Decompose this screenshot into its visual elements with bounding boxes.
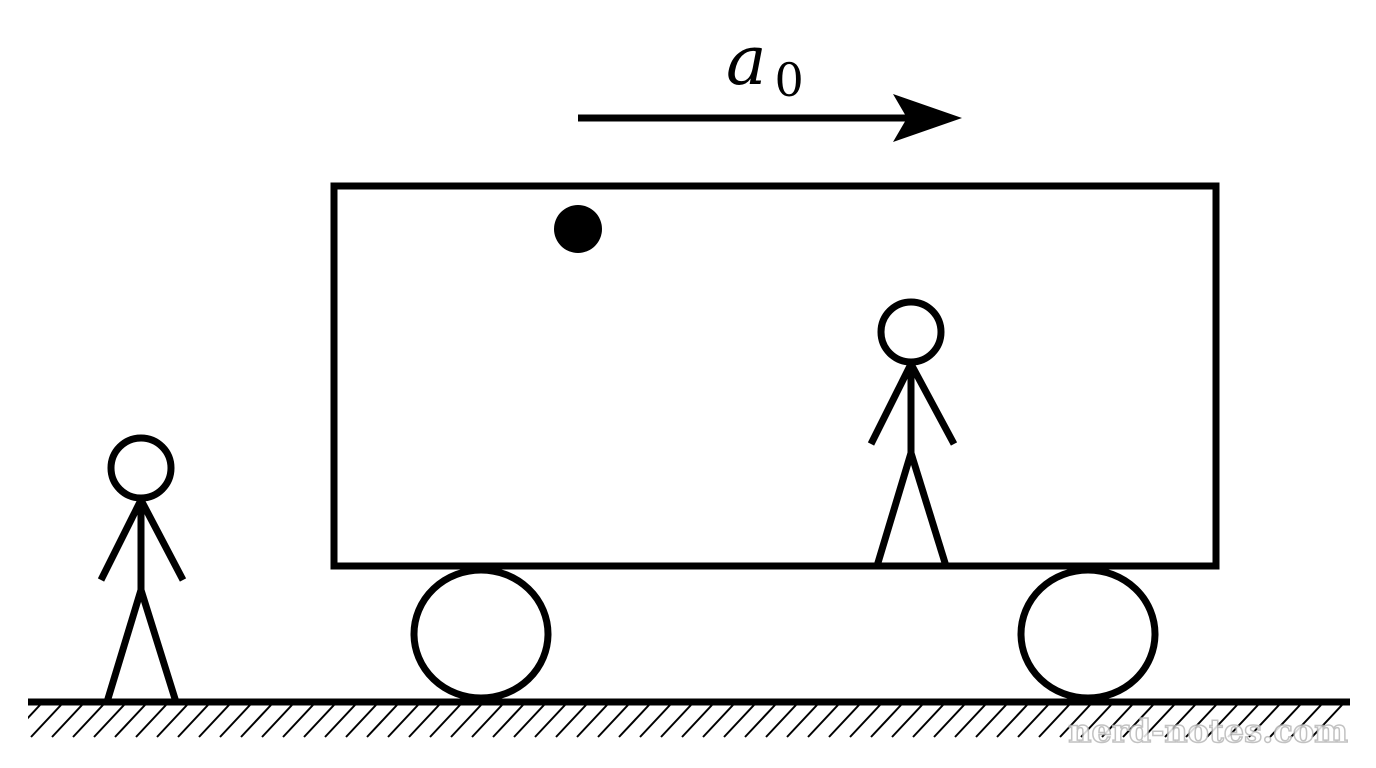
cart-wheel-right xyxy=(1017,566,1159,702)
hatch-stroke xyxy=(156,705,188,738)
cart-observer-figure xyxy=(867,298,958,568)
hatch-stroke xyxy=(1269,705,1301,738)
hatch-stroke xyxy=(1122,705,1154,738)
hatch-stroke xyxy=(429,705,461,738)
hatch-stroke xyxy=(387,705,419,738)
hatch-stroke xyxy=(870,705,902,738)
hatch-stroke xyxy=(198,705,230,738)
hatch-stroke xyxy=(1143,705,1175,738)
hatch-stroke xyxy=(135,705,167,738)
acceleration-subscript: 0 xyxy=(775,53,804,107)
hatch-stroke xyxy=(1206,705,1238,738)
ground-observer-left-arm xyxy=(97,498,145,582)
ball xyxy=(554,205,602,253)
hatch-stroke xyxy=(660,705,692,738)
hatch-stroke xyxy=(681,705,713,738)
hatch-stroke xyxy=(1059,705,1091,738)
hatch-stroke xyxy=(1311,705,1343,738)
hatch-stroke xyxy=(1248,705,1280,738)
hatch-stroke xyxy=(1038,705,1070,738)
hatch-stroke xyxy=(303,705,335,738)
hatch-stroke xyxy=(177,705,209,738)
ground-observer-figure xyxy=(97,434,187,704)
ground-observer-left-leg xyxy=(103,588,145,704)
acceleration-arrow xyxy=(578,94,962,142)
hatch-stroke xyxy=(534,705,566,738)
hatch-stroke xyxy=(723,705,755,738)
hatch-stroke xyxy=(765,705,797,738)
hatch-stroke xyxy=(114,705,146,738)
hatch-stroke xyxy=(744,705,776,738)
hatch-stroke xyxy=(954,705,986,738)
cart-observer-right-arm xyxy=(907,362,958,446)
hatch-stroke xyxy=(1017,705,1049,738)
watermark-text: nerd-notes.com xyxy=(1068,712,1348,750)
hatch-stroke xyxy=(1290,705,1322,738)
cart-observer-left-arm xyxy=(867,362,915,446)
cart-body xyxy=(330,182,1220,570)
hatch-stroke xyxy=(618,705,650,738)
hatch-stroke xyxy=(492,705,524,738)
hatch-stroke xyxy=(1185,705,1217,738)
hatch-stroke xyxy=(933,705,965,738)
hatch-stroke xyxy=(1164,705,1196,738)
hatch-stroke xyxy=(282,705,314,738)
hatch-stroke xyxy=(261,705,293,738)
hatch-stroke xyxy=(513,705,545,738)
hatch-stroke xyxy=(912,705,944,738)
hatch-stroke xyxy=(408,705,440,738)
hatch-stroke xyxy=(849,705,881,738)
ground-observer-right-leg xyxy=(137,588,180,704)
ground xyxy=(28,698,1350,738)
hatch-stroke xyxy=(219,705,251,738)
hatch-stroke xyxy=(450,705,482,738)
hatch-stroke xyxy=(555,705,587,738)
cart-observer-right-leg xyxy=(907,451,950,568)
hatch-stroke xyxy=(345,705,377,738)
hatch-stroke xyxy=(324,705,356,738)
hatch-stroke xyxy=(807,705,839,738)
ground-observer-right-arm xyxy=(137,498,187,582)
ground-hatching xyxy=(28,705,1343,738)
acceleration-label: a 0 xyxy=(726,22,804,107)
cart-observer-head xyxy=(877,298,945,366)
hatch-stroke xyxy=(786,705,818,738)
cart-wheel-left xyxy=(410,566,552,702)
hatch-stroke xyxy=(828,705,860,738)
hatch-stroke xyxy=(975,705,1007,738)
hatch-stroke xyxy=(51,705,83,738)
hatch-stroke xyxy=(471,705,503,738)
hatch-stroke xyxy=(597,705,629,738)
hatch-stroke xyxy=(240,705,272,738)
hatch-stroke xyxy=(639,705,671,738)
cart-observer-left-leg xyxy=(873,451,915,568)
arrow-head xyxy=(893,94,962,142)
ground-observer-head xyxy=(107,434,175,502)
hatch-stroke xyxy=(702,705,734,738)
hatch-stroke xyxy=(93,705,125,738)
hatch-stroke xyxy=(28,705,41,720)
hatch-stroke xyxy=(1080,705,1112,738)
acceleration-symbol: a xyxy=(726,22,767,101)
hatch-stroke xyxy=(30,705,62,738)
hatch-stroke xyxy=(72,705,104,738)
hatch-stroke xyxy=(996,705,1028,738)
hatch-stroke xyxy=(891,705,923,738)
hatch-stroke xyxy=(366,705,398,738)
hatch-stroke xyxy=(1101,705,1133,738)
hatch-stroke xyxy=(576,705,608,738)
hatch-stroke xyxy=(1227,705,1259,738)
